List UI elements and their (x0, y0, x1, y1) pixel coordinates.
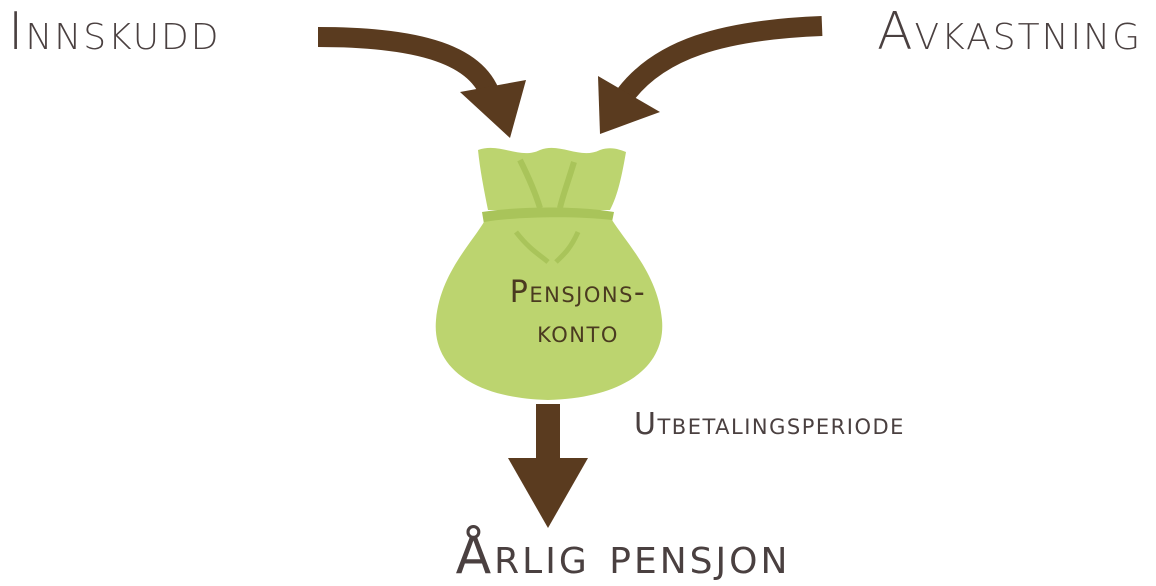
label-account-line-2: konto (537, 315, 619, 350)
label-arlig-pensjon: Årlig pensjon (455, 526, 791, 586)
money-bag-icon (435, 147, 663, 400)
label-innskudd: Innskudd (8, 2, 221, 62)
label-account-line-1: Pensjons- (509, 275, 647, 310)
arrow-innskudd-to-bag (317, 27, 526, 138)
label-utbetalingsperiode: Utbetalingsperiode (634, 407, 905, 442)
label-avkastning: Avkastning (876, 2, 1142, 62)
arrow-bag-to-pension (508, 404, 588, 528)
arrow-avkastning-to-bag (598, 16, 823, 134)
